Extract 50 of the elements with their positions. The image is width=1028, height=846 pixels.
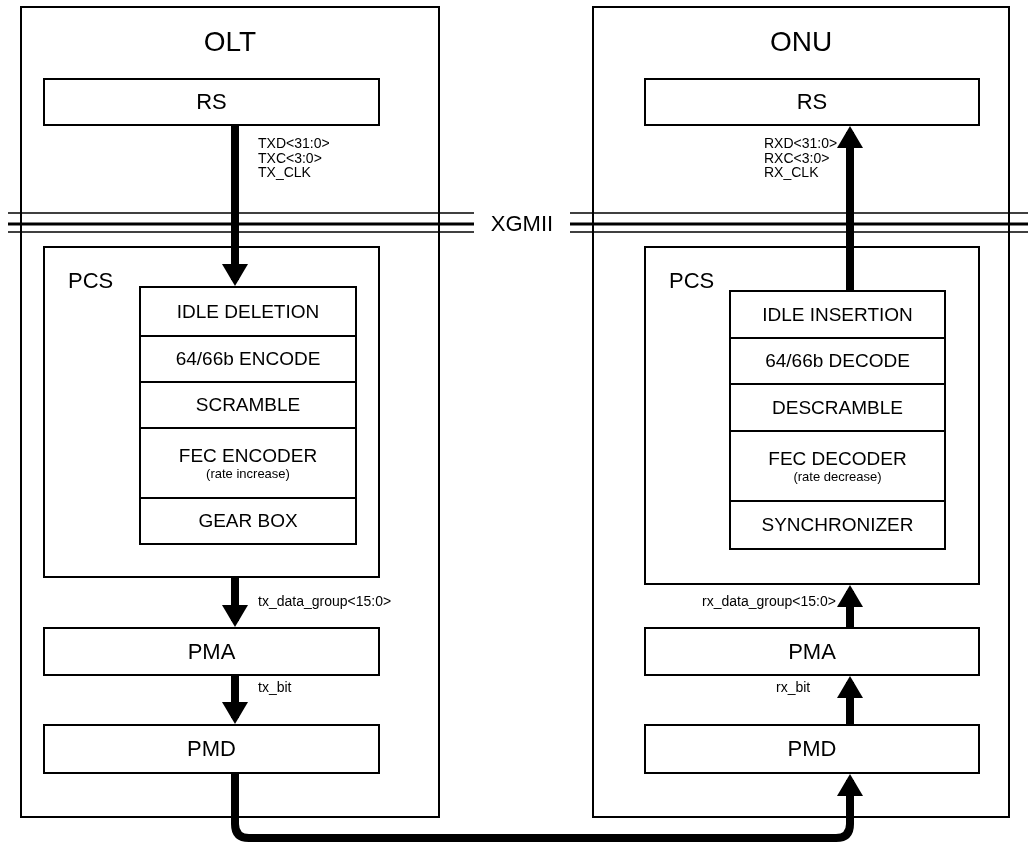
block-note: (rate increase) [206, 466, 290, 482]
layer-block [729, 430, 946, 502]
edge-label: rx_bit [776, 680, 811, 695]
block-label: PMD [187, 736, 236, 762]
edge-label: tx_bit [258, 680, 292, 695]
block-note: (rate decrease) [793, 469, 882, 485]
sublayer-panel [43, 246, 380, 578]
edge-label: tx_data_group<15:0> [258, 594, 392, 609]
layer-block [139, 427, 357, 499]
layer-block [139, 335, 357, 383]
layer-block [644, 724, 980, 774]
layer-block [644, 78, 980, 126]
edge-label: rx_data_group<15:0> [702, 594, 836, 609]
block-label: PMA [187, 638, 236, 665]
arrow [837, 676, 863, 724]
arrow [837, 585, 863, 627]
layer-block [43, 627, 380, 676]
arrow [837, 126, 863, 290]
block-label: PMD [787, 736, 837, 762]
layer-block [729, 383, 946, 432]
device-title: ONU [769, 26, 833, 58]
block-label: SYNCHRONIZER [761, 514, 914, 536]
block-label: SCRAMBLE [195, 394, 301, 416]
block-label: IDLE INSERTION [762, 303, 913, 326]
sublayer-title: PCS [68, 268, 114, 294]
layer-block [139, 381, 357, 429]
block-label: 64/66b ENCODE [175, 348, 321, 370]
device-title: OLT [203, 26, 257, 58]
edge-label: RXD<31:0> RXC<3:0> RX_CLK [764, 136, 838, 181]
block-label: RS [796, 89, 828, 115]
layer-block [43, 78, 380, 126]
edge-label: TXD<31:0> TXC<3:0> TX_CLK [258, 136, 330, 181]
block-label: GEAR BOX [198, 510, 298, 532]
layer-block [139, 497, 357, 545]
layer-block [644, 627, 980, 676]
interface-label: XGMII [489, 211, 555, 237]
layer-block [43, 724, 380, 774]
block-label: FEC DECODER [768, 447, 907, 470]
sublayer-panel [644, 246, 980, 585]
block-label: PMA [788, 638, 836, 665]
layer-block [729, 290, 946, 339]
layer-block [139, 286, 357, 337]
block-label: DESCRAMBLE [772, 396, 903, 419]
layer-block [729, 337, 946, 385]
block-label: RS [196, 89, 227, 115]
block-label: 64/66b DECODE [765, 350, 910, 372]
block-label: IDLE DELETION [176, 300, 320, 323]
layer-block [729, 500, 946, 550]
block-label: FEC ENCODER [178, 444, 318, 467]
sublayer-title: PCS [669, 268, 715, 294]
